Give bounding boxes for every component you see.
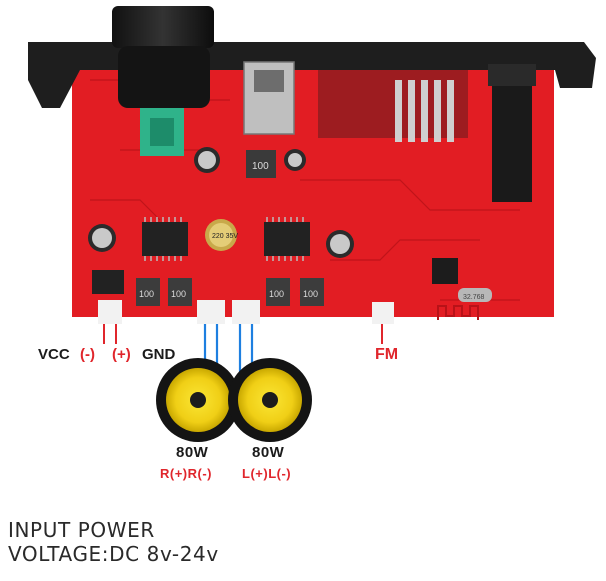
plus-label: (+) [112, 346, 131, 363]
sd-pins [395, 80, 454, 142]
left-polarity-label: L(+)L(-) [242, 466, 292, 481]
capacitors [88, 147, 354, 258]
gnd-label: GND [142, 346, 176, 363]
right-speaker [156, 358, 240, 442]
left-speaker [228, 358, 312, 442]
inductor-label: 100 [303, 289, 318, 299]
inductor-top [246, 150, 276, 178]
aux-jack [492, 80, 532, 202]
crystal [458, 288, 492, 302]
power-terminal-base [92, 270, 124, 294]
fm-connector [372, 302, 394, 324]
input-power-line1: INPUT POWER [8, 518, 155, 542]
inductor-top-label: 100 [252, 161, 269, 172]
power-terminal [98, 300, 122, 324]
amp-chip-right [264, 222, 310, 256]
right-speaker-connector [197, 300, 225, 324]
inductor-label: 100 [139, 289, 154, 299]
right-polarity-label: R(+)R(-) [160, 466, 213, 481]
big-cap-label: 220 35V [212, 233, 238, 240]
fm-label: FM [375, 346, 399, 363]
input-power-line2: VOLTAGE:DC 8v-24v [8, 542, 219, 566]
mcu-chip [432, 258, 458, 284]
crystal-label: 32.768 [463, 294, 485, 301]
vcc-label: VCC [38, 346, 70, 363]
chip-pins [144, 217, 304, 261]
left-speaker-connector [232, 300, 260, 324]
inductor-label: 100 [269, 289, 284, 299]
knob-shaft-housing [118, 46, 210, 108]
minus-label: (-) [80, 346, 95, 363]
power-wires [103, 324, 383, 344]
volume-knob [112, 6, 214, 48]
green-connector-slot [150, 118, 174, 146]
inductor-label: 100 [171, 289, 186, 299]
aux-jack-top [488, 64, 536, 86]
sd-card-slot [318, 70, 468, 138]
usb-port-slot [254, 70, 284, 92]
antenna-trace [437, 305, 479, 320]
right-watt-label: 80W [176, 444, 209, 461]
inductors-bottom [136, 278, 324, 306]
amp-chip-left [142, 222, 188, 256]
left-watt-label: 80W [252, 444, 285, 461]
